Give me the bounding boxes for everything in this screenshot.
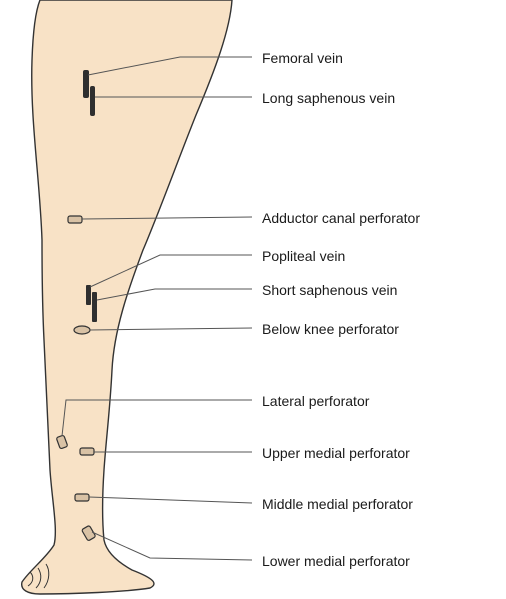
long-saphenous-vein-vessel [90,86,95,116]
label-below-knee-perforator: Below knee perforator [262,321,399,337]
popliteal-vein-vessel [86,285,91,305]
leader-lower-medial-perforator [92,532,252,560]
label-popliteal-vein: Popliteal vein [262,248,345,264]
femoral-vein-vessel [83,70,89,98]
leg-outline [22,0,232,594]
label-adductor-canal-perforator: Adductor canal perforator [262,210,420,226]
leader-middle-medial-perforator [89,497,252,503]
label-long-saphenous-vein: Long saphenous vein [262,90,395,106]
upper-medial-perforator-mark [80,448,94,455]
adductor-canal-perforator-mark [68,216,82,223]
label-upper-medial-perforator: Upper medial perforator [262,445,410,461]
label-short-saphenous-vein: Short saphenous vein [262,282,397,298]
label-middle-medial-perforator: Middle medial perforator [262,496,413,512]
label-lower-medial-perforator: Lower medial perforator [262,553,410,569]
label-lateral-perforator: Lateral perforator [262,393,369,409]
short-saphenous-vein-vessel [92,292,97,322]
below-knee-perforator-mark [74,326,90,334]
middle-medial-perforator-mark [75,494,89,501]
label-femoral-vein: Femoral vein [262,50,343,66]
